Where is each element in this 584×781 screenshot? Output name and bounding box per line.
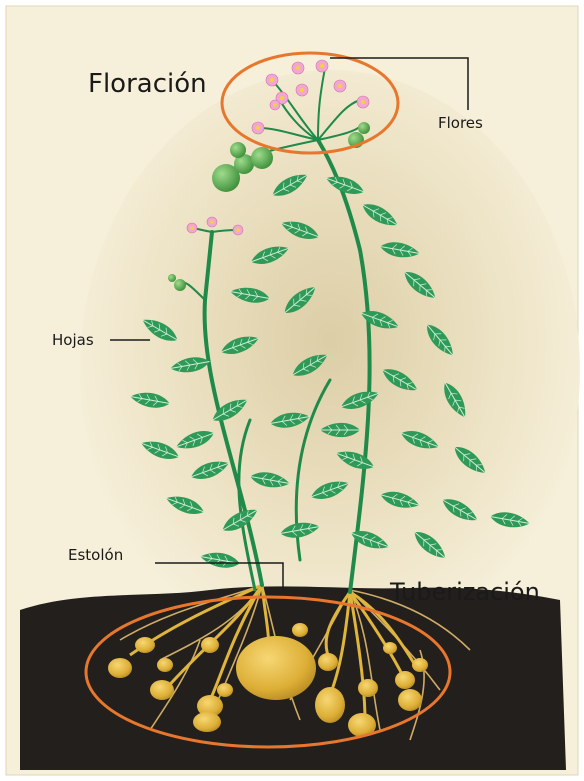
label-flores: Flores	[438, 114, 483, 132]
tuber	[358, 679, 378, 697]
label-floracion: Floración	[88, 69, 207, 99]
label-tuberizacion: Tuberización	[389, 578, 540, 606]
tuber-main	[236, 636, 316, 700]
tuber	[395, 671, 415, 689]
tuber	[193, 712, 221, 732]
tuber	[383, 642, 397, 654]
tuber	[150, 680, 174, 700]
label-estolon: Estolón	[68, 546, 123, 564]
tuber	[108, 658, 132, 678]
tuber	[217, 683, 233, 697]
tuber	[315, 687, 345, 723]
tuber	[201, 637, 219, 653]
tuber	[135, 637, 155, 653]
tuber	[398, 689, 422, 711]
tuber	[412, 658, 428, 672]
tuber	[318, 653, 338, 671]
tuber	[292, 623, 308, 637]
label-hojas: Hojas	[52, 331, 94, 349]
tuber	[157, 658, 173, 672]
